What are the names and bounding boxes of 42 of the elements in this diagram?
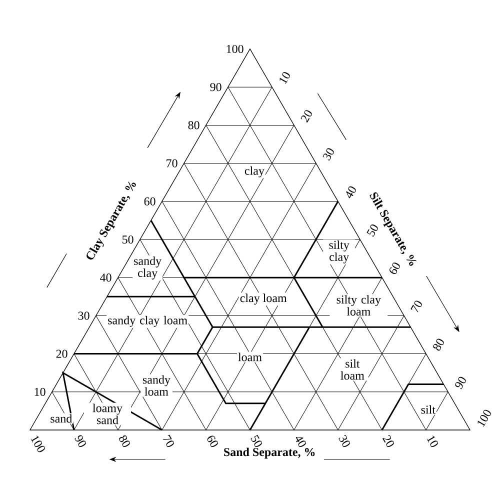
tick-label: 50 <box>366 224 378 237</box>
tick-label: 60 <box>144 197 156 206</box>
class-label: silt <box>420 404 436 415</box>
class-label: silty clay loam <box>330 294 388 317</box>
class-label: loamy sand <box>84 402 131 426</box>
tick-label: 20 <box>382 434 394 447</box>
tick-label: 70 <box>162 434 174 447</box>
tick-label: 40 <box>346 186 356 198</box>
axis-title: Sand Separate, % <box>224 448 315 459</box>
tick-label: 30 <box>322 148 334 161</box>
tick-label: 10 <box>34 388 46 396</box>
tick-label: 60 <box>207 436 218 447</box>
class-label: silty clay <box>323 240 356 264</box>
tick-label: 20 <box>56 350 68 358</box>
tick-label: 100 <box>30 436 45 452</box>
tick-label: 100 <box>478 410 491 428</box>
tick-label: 100 <box>226 44 244 54</box>
class-label: sandy clay loam <box>106 314 189 328</box>
tick-label: 90 <box>74 435 86 447</box>
tick-label: 20 <box>300 110 312 123</box>
tick-label: 40 <box>296 436 306 447</box>
tick-label: 10 <box>426 436 438 447</box>
tick-label: 60 <box>390 262 400 274</box>
tick-label: 70 <box>410 300 422 312</box>
class-label: silt loam <box>336 358 368 381</box>
tick-label: 40 <box>100 274 112 282</box>
class-label: clay loam <box>238 292 288 306</box>
class-label: sandy clay <box>132 256 163 280</box>
class-label: clay <box>243 165 266 178</box>
tick-label: 30 <box>78 312 90 320</box>
class-label: sand <box>49 413 74 424</box>
tick-label: 30 <box>338 434 350 447</box>
class-label: loam <box>237 352 263 362</box>
tick-label: 90 <box>210 83 222 92</box>
tick-label: 80 <box>433 338 444 351</box>
tick-label: 50 <box>250 434 262 447</box>
tick-label: 80 <box>119 435 130 447</box>
class-label: sandy loam <box>140 374 172 397</box>
tick-label: 90 <box>455 376 466 390</box>
tick-label: 70 <box>166 159 178 168</box>
tick-label: 10 <box>280 72 290 84</box>
tick-label: 80 <box>188 121 200 130</box>
